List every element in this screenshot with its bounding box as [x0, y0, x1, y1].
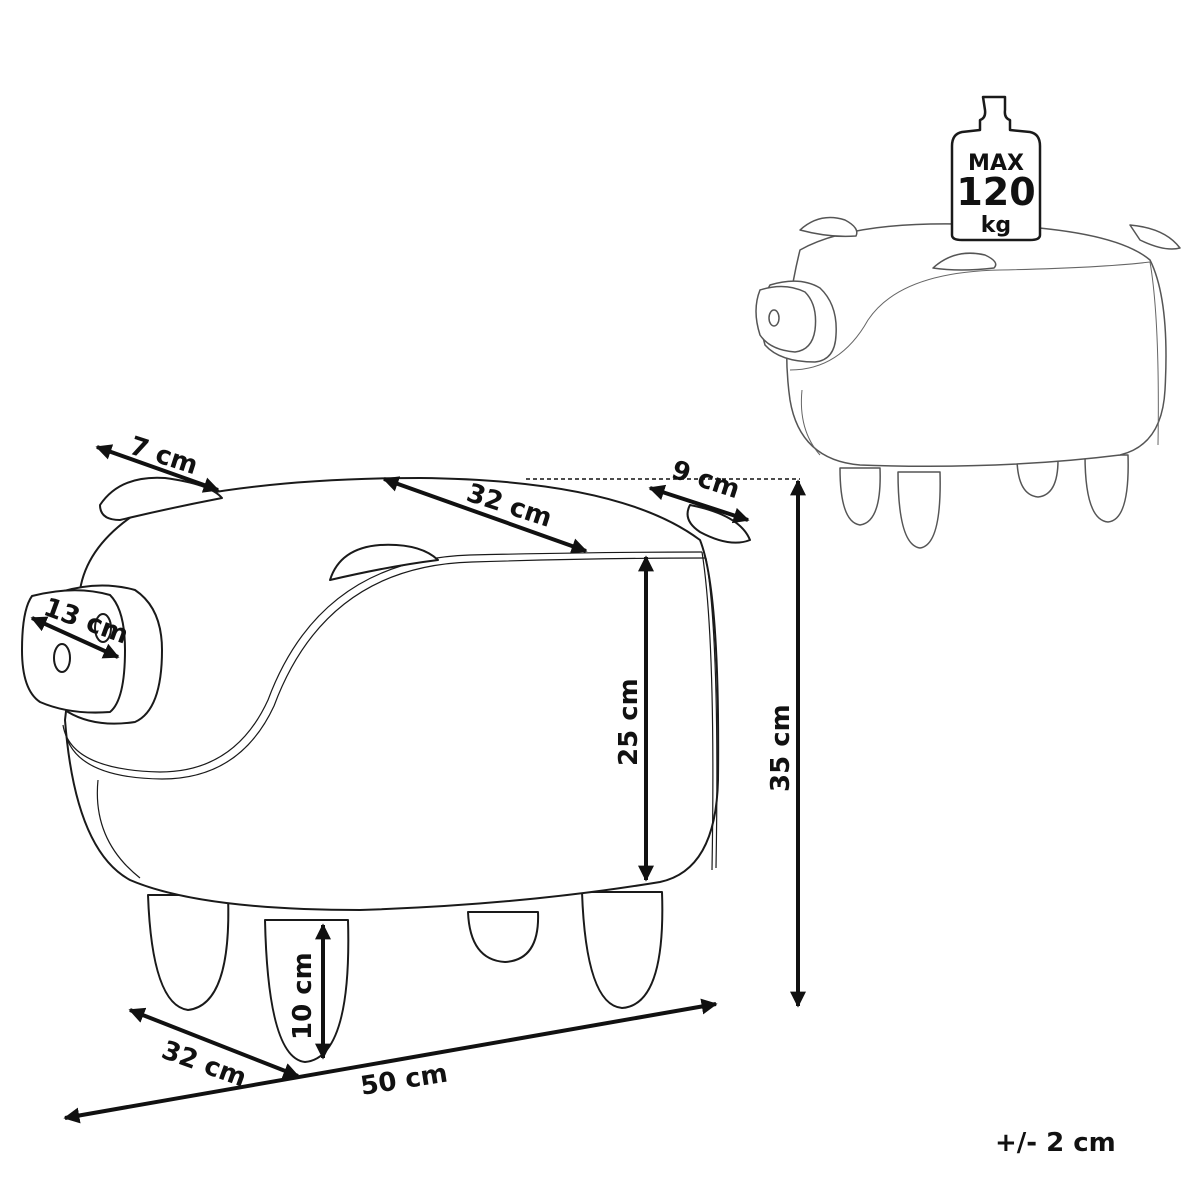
label-total-height: 35 cm — [766, 704, 796, 792]
dimension-ear-line — [95, 444, 220, 493]
preview-pig-stool — [755, 216, 1181, 549]
label-leg-height: 10 cm — [288, 952, 318, 1040]
main-pig-stool — [21, 476, 751, 1063]
dimension-lines — [30, 444, 806, 1124]
label-ear-length: 7 cm — [126, 431, 202, 481]
weight-label-max: MAX — [968, 151, 1024, 176]
dimension-top-depth-line — [382, 476, 588, 554]
dimension-snout-line — [30, 616, 120, 659]
dimension-total-width-line — [63, 998, 718, 1124]
label-body-height: 25 cm — [614, 678, 644, 766]
tolerance-note: +/- 2 cm — [995, 1128, 1116, 1158]
max-weight-icon: MAX 120 kg — [950, 95, 1042, 242]
weight-unit: kg — [981, 213, 1011, 238]
dimension-tail-line — [648, 484, 750, 524]
label-base-depth: 32 cm — [158, 1035, 251, 1093]
weight-value: 120 — [956, 170, 1035, 214]
